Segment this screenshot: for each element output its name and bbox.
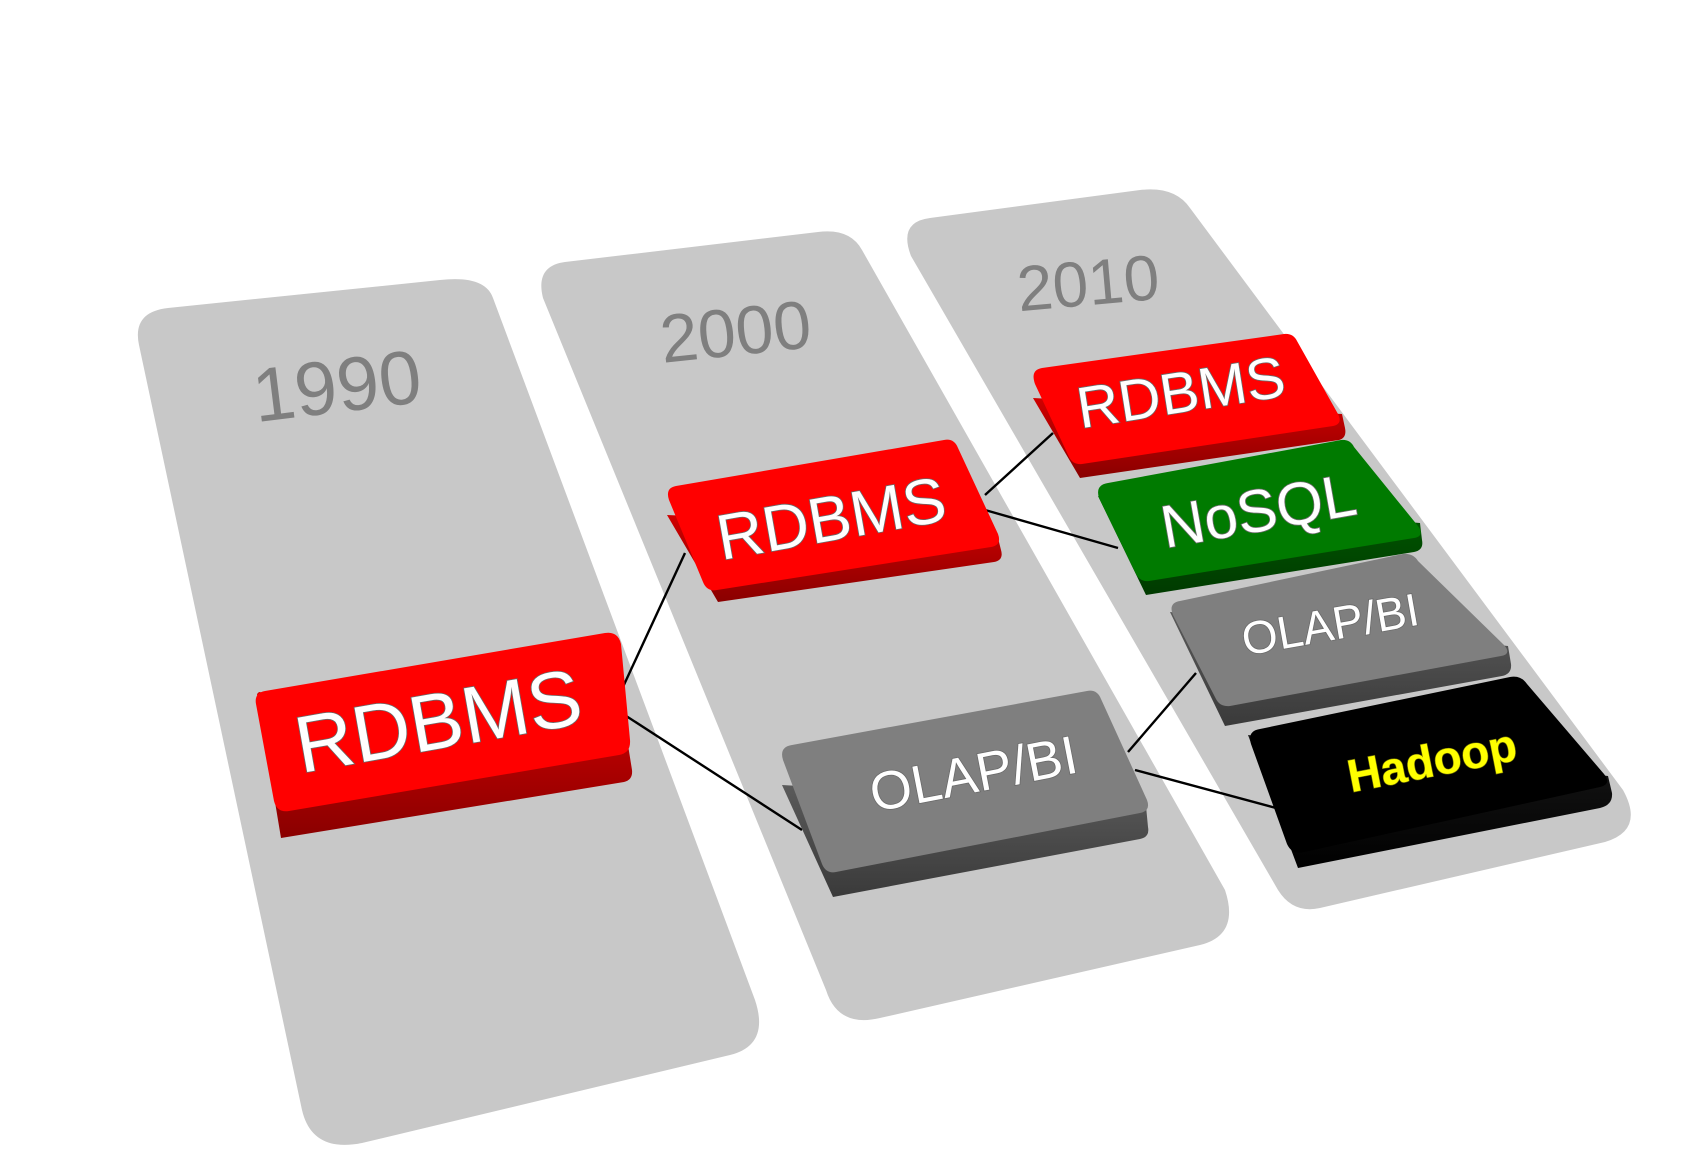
olap-2010-box: OLAP/BI — [1170, 553, 1512, 726]
rdbms-2000-box: RDBMS — [667, 439, 1002, 602]
connector-rdbms2000-rdbms2010 — [984, 432, 1054, 496]
year-label-1990: 1990 — [248, 334, 426, 439]
connector-rdbms2000-nosql2010 — [984, 508, 1119, 550]
connector-lines — [614, 432, 1277, 832]
year-label-2010: 2010 — [1014, 241, 1162, 325]
olap-2000-box: OLAP/BI — [782, 690, 1149, 897]
hadoop-2010-box: Hadoop — [1248, 676, 1613, 868]
year-label-2000: 2000 — [656, 286, 814, 377]
connector-olap2000-hadoop2010 — [1134, 768, 1277, 810]
rdbms-2010-box: RDBMS — [1033, 333, 1346, 478]
nosql-2010-box: NoSQL — [1098, 439, 1423, 595]
connector-olap2000-olap2010 — [1127, 672, 1197, 753]
connector-rdbms1990-rdbms2000 — [614, 552, 687, 703]
connector-rdbms1990-olap2000 — [619, 710, 803, 832]
